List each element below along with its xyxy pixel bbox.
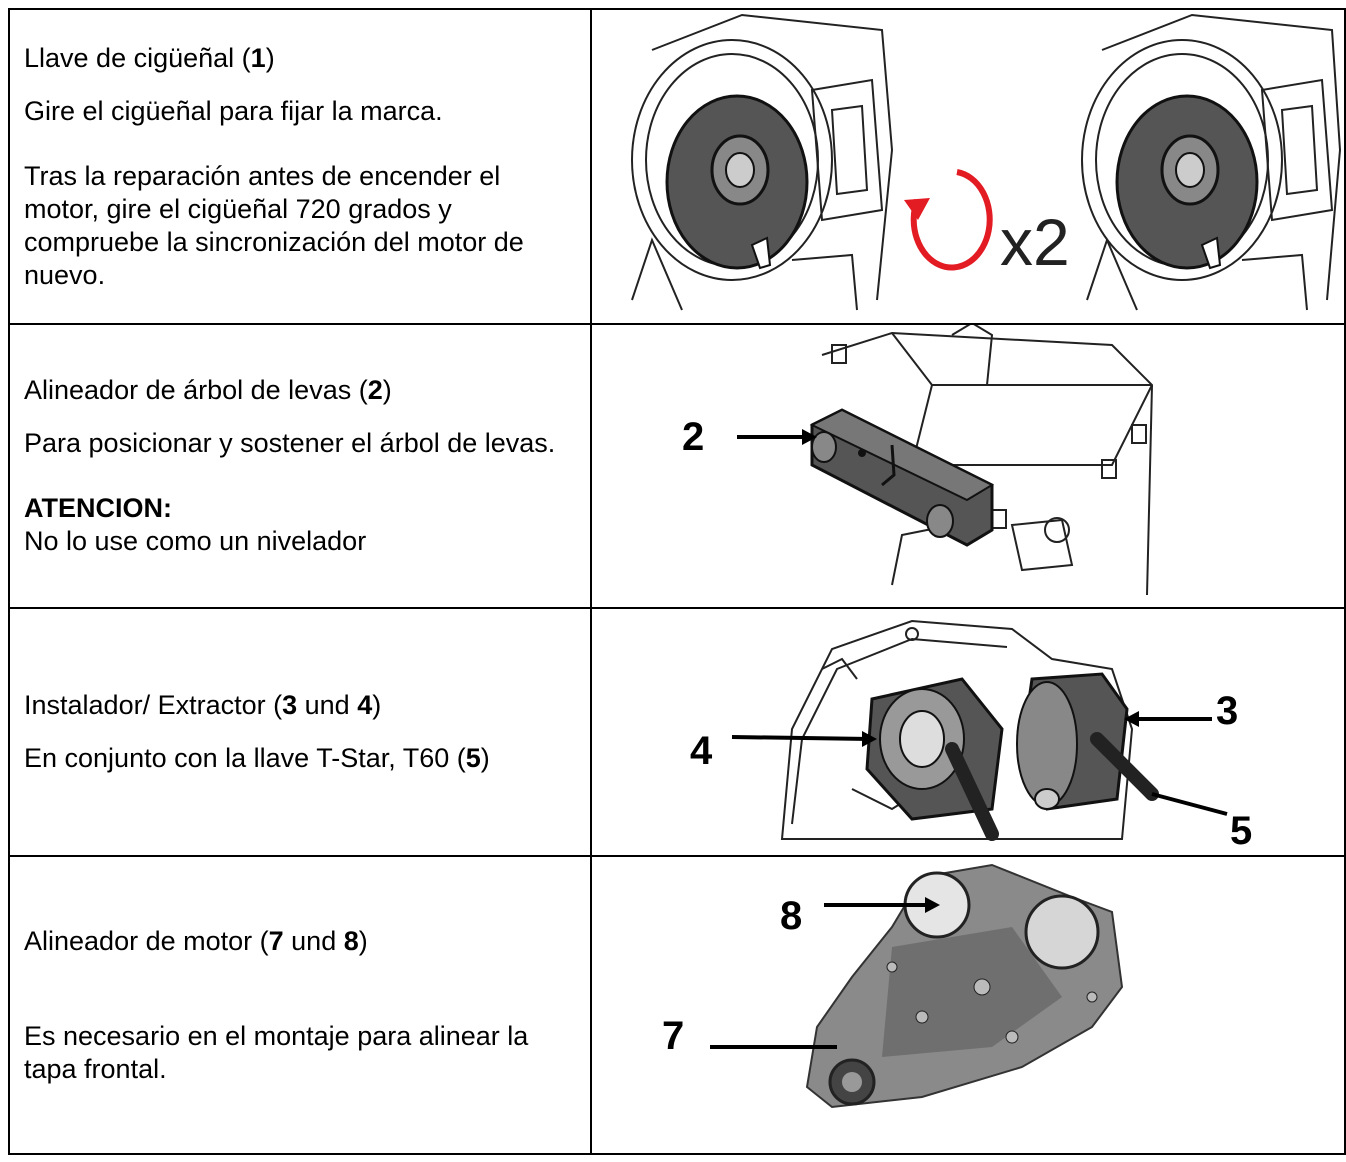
row-description: Alineador de árbol de levas (2) Para pos… [8,323,592,609]
callout-arrow-icon [824,897,940,913]
table-row: Llave de cigüeñal (1) Gire el cigüeñal p… [8,8,1346,325]
row-text: Gire el cigüeñal para fijar la marca. [24,95,443,126]
warning-label: ATENCION: [24,493,172,523]
pulley-disc-left [665,94,809,270]
callout-leader-line [1151,792,1228,816]
crankshaft-wrench-illustration: x2 [631,13,1342,311]
row-text: Para posicionar y sostener el árbol de l… [24,428,556,458]
engine-aligner-illustration: 8 7 [662,863,1124,1109]
rotation-count-label: x2 [1000,205,1070,279]
callout-number: 8 [780,894,802,938]
installer-right [1016,672,1159,811]
row-title: Instalador/ Extractor (3 und 4) [24,690,382,720]
engine-aligner-figure-cell: 8 7 [590,855,1346,1155]
camshaft-aligner-bar [809,408,995,547]
extractor-left [865,677,1004,841]
camshaft-figure-cell: 2 [590,323,1346,609]
rotation-arrow-icon [904,169,993,271]
table-row: Alineador de motor (7 und 8) Es necesari… [8,855,1346,1155]
row-description: Llave de cigüeñal (1) Gire el cigüeñal p… [8,8,592,325]
callout-number: 3 [1216,689,1238,733]
table-row: Instalador/ Extractor (3 und 4) En conju… [8,607,1346,857]
camshaft-aligner-illustration: 2 [682,325,1154,596]
callout-arrow-icon [1124,711,1212,727]
installer-figure-cell: 4 3 5 [590,607,1346,857]
row-text: En conjunto con la llave T-Star, T60 (5) [24,743,490,773]
callout-number: 2 [682,415,704,459]
front-cover-drawing [805,863,1124,1109]
row-description: Alineador de motor (7 und 8) Es necesari… [8,855,592,1155]
crankshaft-figure-cell: x2 [590,8,1346,325]
row-title: Alineador de árbol de levas (2) [24,375,392,405]
callout-arrow-icon [731,731,877,747]
row-text: Tras la reparación antes de encender el … [24,160,524,290]
row-text: Es necesario en el montaje para alinear … [24,1020,529,1084]
callout-number: 4 [690,729,713,773]
warning-text: No lo use como un nivelador [24,526,367,556]
tools-table: Llave de cigüeñal (1) Gire el cigüeñal p… [8,8,1346,1155]
table-row: Alineador de árbol de levas (2) Para pos… [8,323,1346,609]
callout-number: 5 [1230,809,1252,853]
row-title: Alineador de motor (7 und 8) [24,925,368,956]
pulley-drawing-left [631,13,894,311]
callout-arrow-icon [737,429,817,445]
installer-extractor-illustration: 4 3 5 [690,619,1252,853]
pulley-disc-right [1115,94,1259,270]
row-title: Llave de cigüeñal (1) [24,42,275,73]
row-description: Instalador/ Extractor (3 und 4) En conju… [8,607,592,857]
callout-number: 7 [662,1014,684,1058]
